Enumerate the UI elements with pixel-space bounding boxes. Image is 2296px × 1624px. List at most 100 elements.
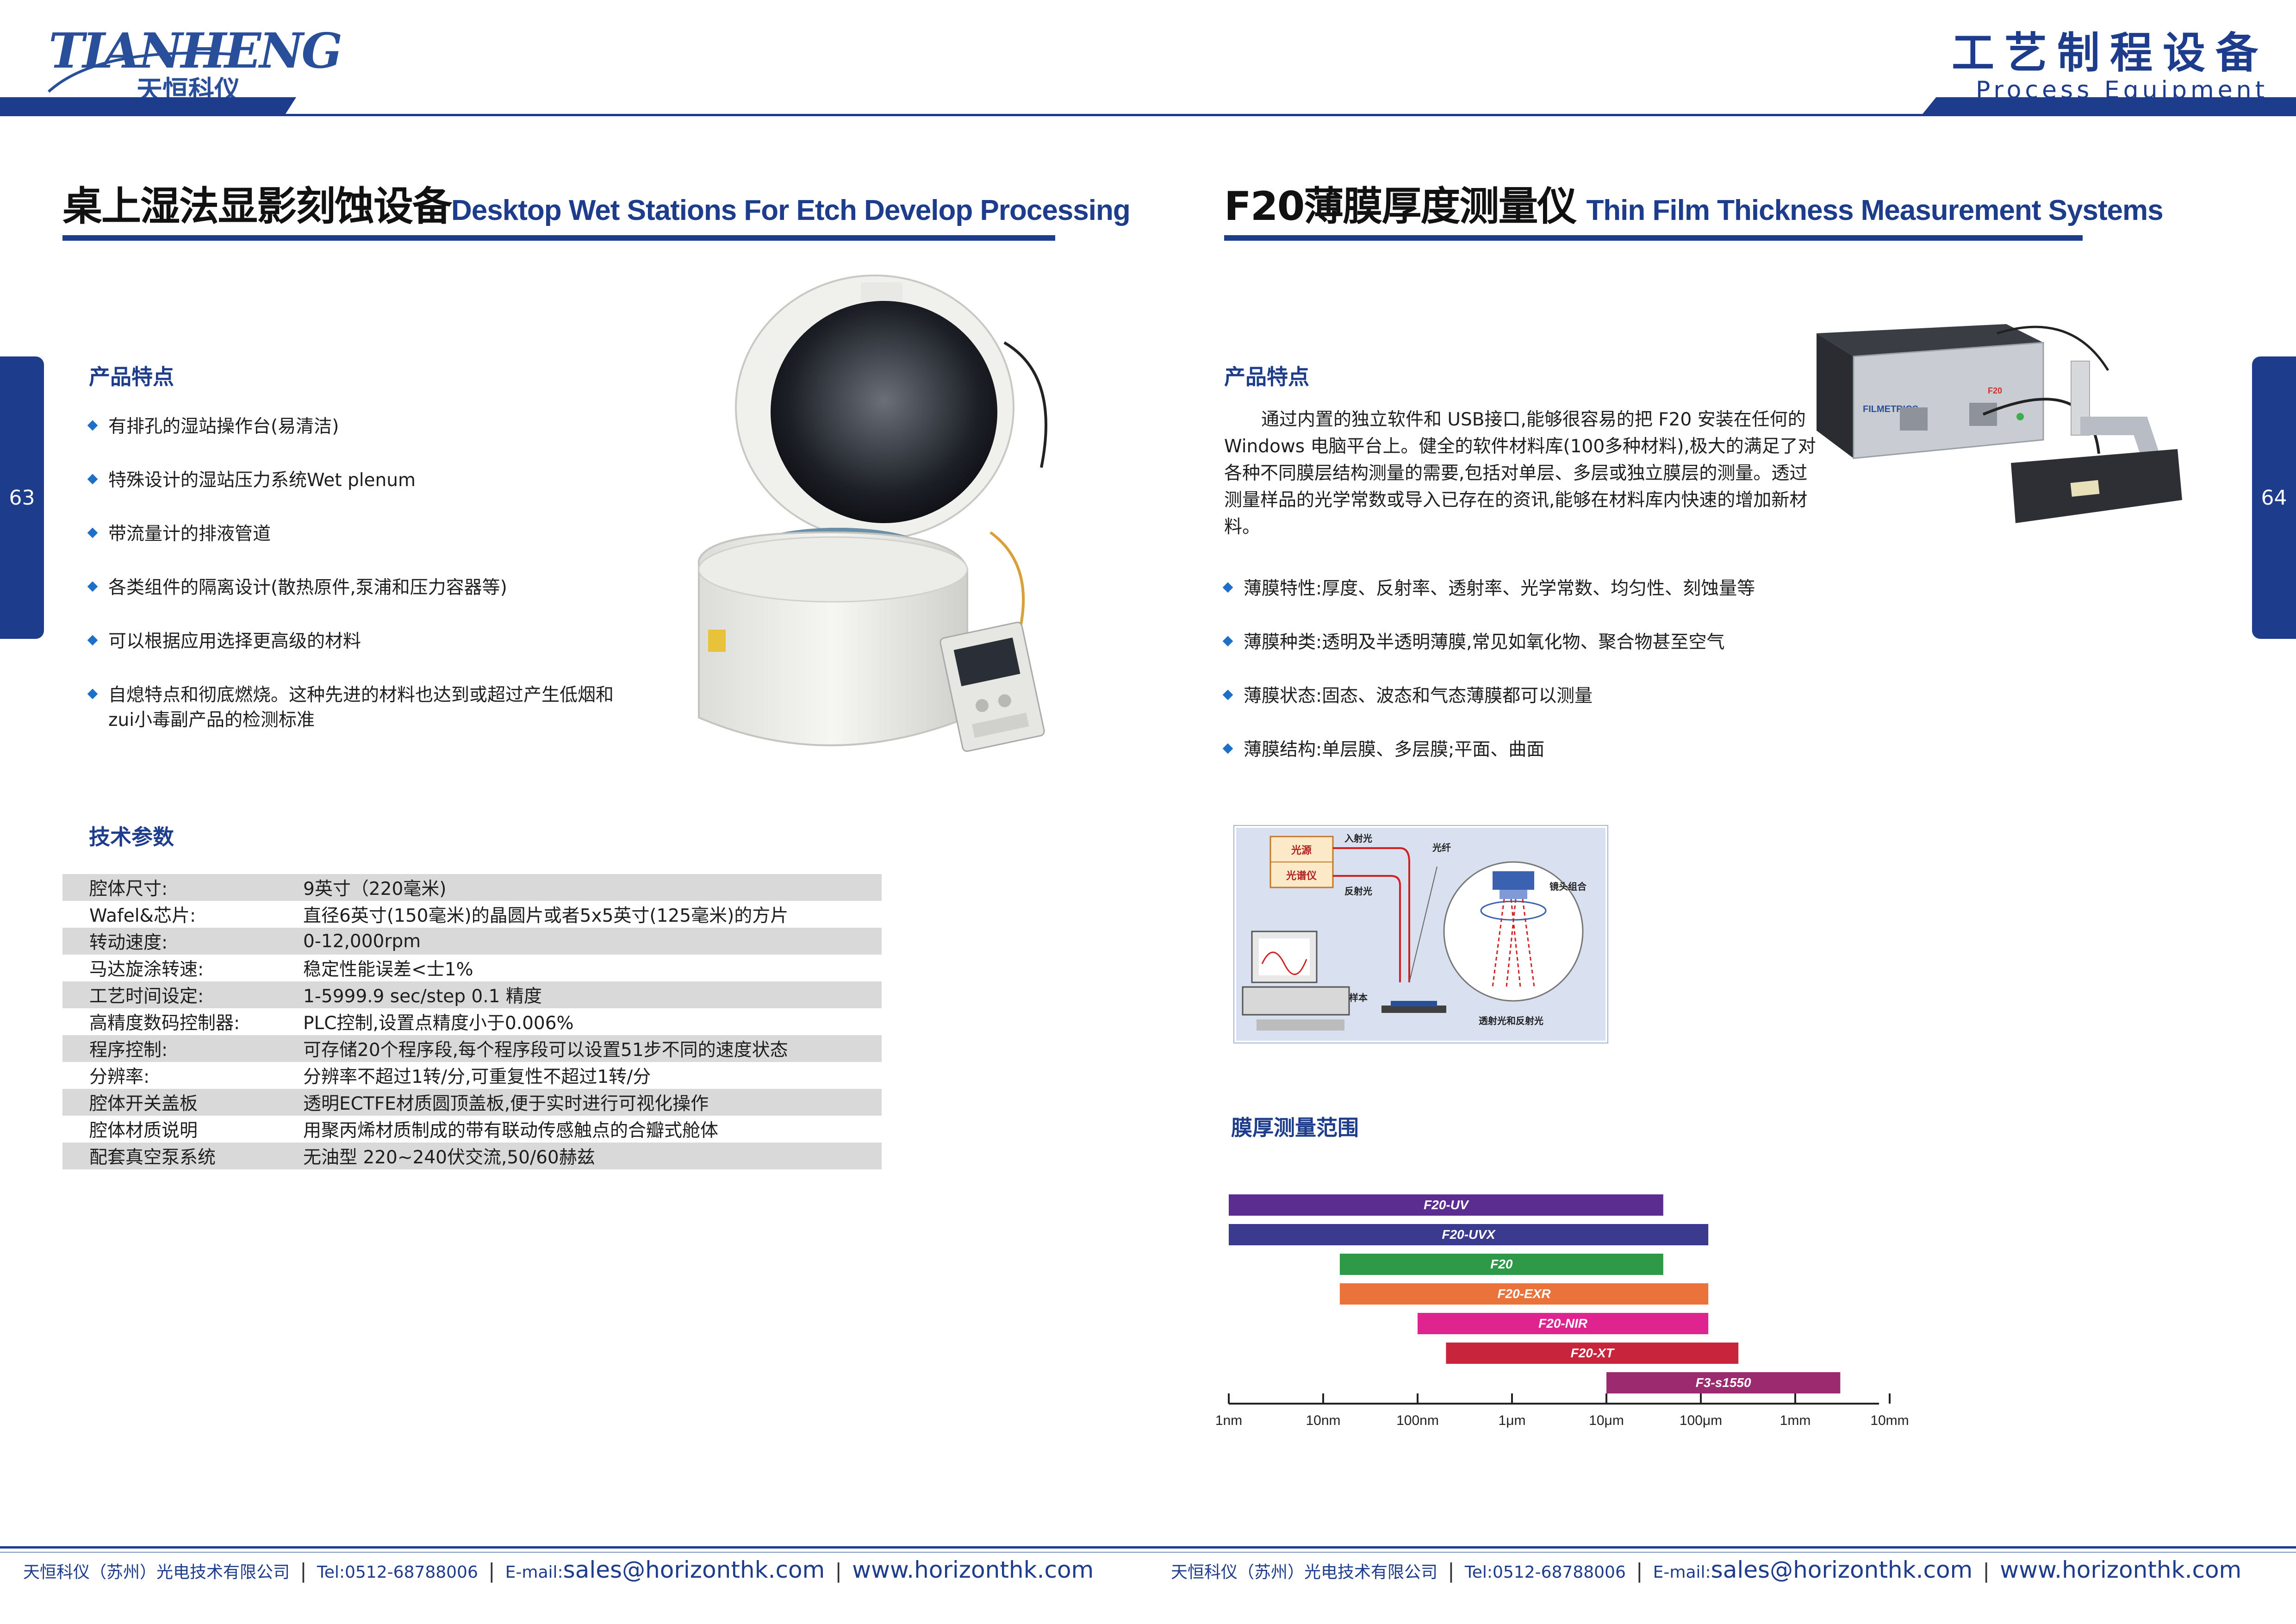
axis-tick-label: 1nm (1215, 1413, 1242, 1428)
footer-email-label: E-mail: (505, 1563, 563, 1582)
range-bar (1446, 1343, 1739, 1364)
footer-email-link[interactable]: sales@horizonthk.com (1711, 1556, 1973, 1583)
logo-wordmark: TIANHENG (49, 22, 342, 79)
range-bar (1339, 1254, 1663, 1275)
range-bar-label: F20 (1490, 1257, 1513, 1271)
footer-rule (0, 1546, 2296, 1549)
range-bar-label: F20-NIR (1538, 1316, 1588, 1330)
footer-right: 天恒科仪（苏州）光电技术有限公司 | Tel:0512-68788006 | E… (1171, 1556, 2242, 1583)
axis-tick-label: 10mm (1870, 1413, 1909, 1428)
header-bar-left (0, 97, 296, 116)
table-row: 程序控制:可存储20个程序段,每个程序段可以设置51步不同的速度状态 (62, 1035, 882, 1062)
table-row: 腔体尺寸:9英寸（220毫米) (62, 874, 882, 901)
header-title: 工艺制程设备 Process Equipment (1952, 19, 2268, 104)
footer-email-link[interactable]: sales@horizonthk.com (563, 1556, 825, 1583)
right-title-underline (1224, 235, 2083, 241)
diagram-sample-label: 样本 (1349, 992, 1368, 1003)
range-bar-label: F20-UV (1424, 1198, 1469, 1212)
table-row: 腔体材质说明用聚丙烯材质制成的带有联动传感触点的合瓣式舱体 (89, 1120, 719, 1141)
range-bar (1229, 1224, 1709, 1245)
range-bar (1606, 1372, 1841, 1393)
table-row: 腔体开关盖板透明ECTFE材质圆顶盖板,便于实时进行可视化操作 (62, 1089, 882, 1116)
wet-station-image (698, 275, 1047, 752)
page-number-left: 63 (0, 356, 44, 639)
bullet-diamond-icon (1222, 743, 1233, 754)
right-title-cn: F20薄膜厚度测量仪 (1224, 183, 1577, 230)
feature-item: 带流量计的排液管道 (87, 522, 667, 547)
bullet-diamond-icon (1222, 689, 1233, 700)
logo-swoosh-icon (47, 51, 239, 93)
range-bar (1339, 1283, 1709, 1305)
bullet-diamond-icon (87, 581, 98, 592)
bullet-diamond-icon (87, 688, 98, 700)
left-specs-heading: 技术参数 (89, 824, 174, 849)
footer-tel: 0512-68788006 (1493, 1563, 1626, 1582)
diagram-source-label: 光源 (1291, 845, 1312, 856)
feature-item: 各类组件的隔离设计(散热原件,泵浦和压力容器等) (87, 575, 667, 600)
company-logo: TIANHENG 天恒科仪 (44, 18, 342, 106)
header-title-cn: 工艺制程设备 (1951, 28, 2268, 78)
footer-company: 天恒科仪（苏州）光电技术有限公司 (1171, 1563, 1438, 1582)
axis-tick-label: 10nm (1306, 1413, 1340, 1428)
bullet-diamond-icon (87, 635, 98, 646)
range-bar-label: F20-UVX (1442, 1227, 1496, 1242)
left-title-underline (62, 235, 1055, 241)
feature-item: 薄膜种类:透明及半透明薄膜,常见如氧化物、聚合物甚至空气 (1222, 630, 2011, 655)
bullet-diamond-icon (87, 527, 98, 538)
feature-item: 自熄特点和彻底燃烧。这种先进的材料也达到或超过产生低烟和zui小毒副产品的检测标… (87, 683, 630, 733)
footer-email-label: E-mail: (1653, 1563, 1711, 1582)
measurement-diagram: 光源 光谱仪 入射光 反射光 光纤 样本 镜头组合 透射光和反射光 (1233, 825, 1608, 1043)
axis-tick-label: 1μm (1499, 1413, 1526, 1428)
feature-item: 薄膜特性:厚度、反射率、透射率、光学常数、均匀性、刻蚀量等 (1222, 576, 2011, 601)
footer-web-link[interactable]: www.horizonthk.com (2000, 1556, 2242, 1583)
right-title-en: Thin Film Thickness Measurement Systems (1586, 194, 2163, 226)
footer-rule-thin (0, 1552, 2296, 1553)
diagram-fiber-label: 光纤 (1432, 842, 1451, 853)
footer-tel: 0512-68788006 (345, 1563, 478, 1582)
footer-tel-label: Tel: (1464, 1563, 1493, 1582)
left-title-en: Desktop Wet Stations For Etch Develop Pr… (451, 194, 1131, 226)
table-row: 工艺时间设定:1-5999.9 sec/step 0.1 精度 (62, 981, 882, 1008)
table-row: Wafel&芯片:直径6英寸(150毫米)的晶圆片或者5x5英寸(125毫米)的… (89, 906, 789, 926)
bullet-diamond-icon (87, 420, 98, 431)
feature-item: 薄膜状态:固态、波态和气态薄膜都可以测量 (1222, 684, 2011, 709)
footer-left: 天恒科仪（苏州）光电技术有限公司 | Tel:0512-68788006 | E… (23, 1556, 1094, 1583)
header-rule (0, 114, 2296, 116)
right-section-title: F20薄膜厚度测量仪 Thin Film Thickness Measuremen… (1224, 174, 2164, 231)
left-feature-list: 有排孔的湿站操作台(易清洁) 特殊设计的湿站压力系统Wet plenum 带流量… (87, 414, 667, 733)
right-feature-list: 薄膜特性:厚度、反射率、透射率、光学常数、均匀性、刻蚀量等 薄膜种类:透明及半透… (1222, 576, 2011, 762)
table-row: 高精度数码控制器:PLC控制,设置点精度小于0.006% (89, 1013, 574, 1034)
footer-web-link[interactable]: www.horizonthk.com (852, 1556, 1094, 1583)
f20-device-image: FILMETRICS F20 (1817, 324, 2182, 523)
diagram-reflected-label: 反射光 (1344, 886, 1372, 897)
left-title-cn: 桌上湿法显影刻蚀设备 (62, 183, 452, 230)
feature-item: 有排孔的湿站操作台(易清洁) (87, 414, 667, 439)
axis-tick-label: 10μm (1589, 1413, 1624, 1428)
table-row: 马达旋涂转速:稳定性能误差<士1% (89, 959, 473, 980)
device-model-label: F20 (1988, 386, 2002, 395)
diagram-spectrometer-label: 光谱仪 (1286, 870, 1317, 882)
bullet-diamond-icon (1222, 636, 1233, 647)
table-row: 配套真空泵系统无油型 220~240伏交流,50/60赫兹 (62, 1143, 882, 1169)
axis-tick-label: 100μm (1680, 1413, 1722, 1428)
diagram-combined-label: 透射光和反射光 (1479, 1015, 1543, 1026)
left-features-heading: 产品特点 (89, 364, 174, 389)
header-bar-right (1921, 97, 2296, 116)
right-intro-paragraph: 通过内置的独立软件和 USB接口,能够很容易的把 F20 安装在任何的 Wind… (1224, 409, 1816, 537)
feature-item: 薄膜结构:单层膜、多层膜;平面、曲面 (1222, 737, 2011, 762)
feature-item: 特殊设计的湿站压力系统Wet plenum (87, 468, 667, 493)
table-row: 分辨率:分辨率不超过1转/分,可重复性不超过1转/分 (89, 1067, 651, 1087)
range-heading: 膜厚测量范围 (1231, 1115, 1359, 1140)
diagram-lens-label: 镜头组合 (1549, 881, 1587, 892)
bullet-diamond-icon (87, 474, 98, 485)
axis-tick-label: 1mm (1780, 1413, 1811, 1428)
bullet-diamond-icon (1222, 582, 1233, 593)
range-bar-label: F20-EXR (1497, 1287, 1551, 1301)
diagram-incident-label: 入射光 (1344, 833, 1372, 844)
range-bar (1229, 1194, 1663, 1216)
feature-item: 可以根据应用选择更高级的材料 (87, 629, 667, 654)
range-bar-label: F20-XT (1571, 1346, 1615, 1360)
range-bar-label: F3-s1550 (1696, 1375, 1751, 1390)
